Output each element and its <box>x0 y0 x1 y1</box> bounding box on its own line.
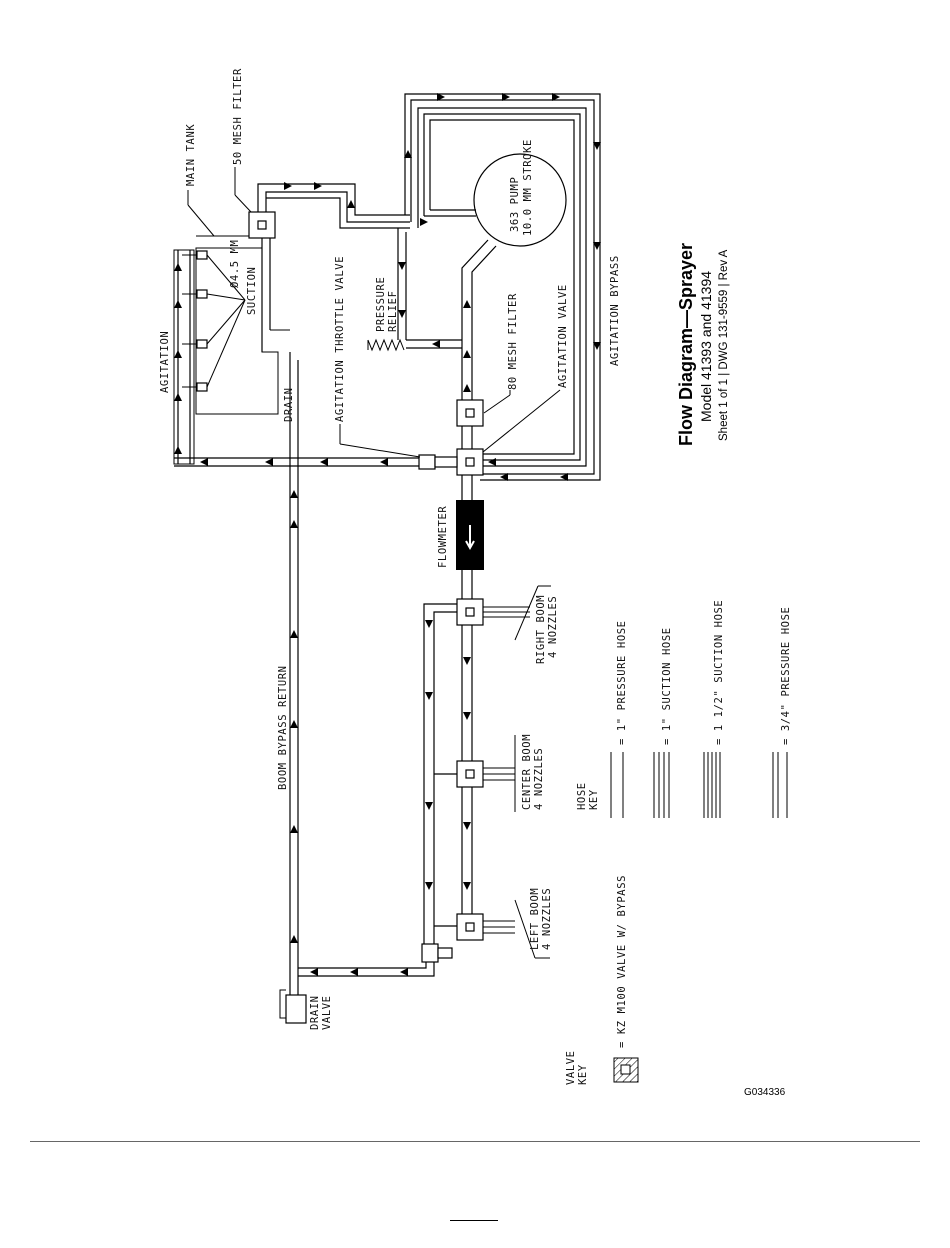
label-right-boom-2: 4 NOZZLES <box>547 596 559 658</box>
label-drain-valve-2: VALVE <box>321 995 333 1030</box>
diagram-title: Flow Diagram—Sprayer <box>676 243 696 446</box>
label-pressure-relief-1: PRESSURE <box>375 277 387 332</box>
hose-swatch-1in-pressure <box>610 752 624 818</box>
label-pump-1: 363 PUMP <box>509 177 521 232</box>
suction-hose <box>257 183 410 352</box>
drain-valve <box>279 989 307 1024</box>
label-pump-2: 10.0 MM STROKE <box>522 139 534 236</box>
valve-key-title-1: VALVE <box>565 1050 577 1085</box>
diagram-model: Model 41393 and 41394 <box>698 271 714 422</box>
drain-line <box>270 329 299 995</box>
hose-key-title-2: KEY <box>588 789 600 810</box>
hose-key: HOSE KEY = 1" PRESSURE HOSE = 1" SUCTION… <box>576 600 792 818</box>
label-left-boom-1: LEFT BOOM <box>529 888 541 950</box>
component-labels: MAIN TANK 50 MESH FILTER Ø4.5 MM SUCTION… <box>159 68 621 1030</box>
page-number-rule <box>450 1220 498 1221</box>
hose-key-item-3: = 1 1/2" SUCTION HOSE <box>713 600 725 745</box>
kz-valve-symbol <box>613 1057 639 1083</box>
pump <box>473 153 567 247</box>
label-drain: DRAIN <box>283 387 295 422</box>
page-divider <box>30 1141 920 1142</box>
label-mesh-50-filter: 50 MESH FILTER <box>232 68 244 165</box>
pressure-relief-valve <box>367 338 405 352</box>
valve-key: VALVE KEY = KZ M100 VALVE W/ BYPASS <box>565 875 639 1085</box>
agitation-valve <box>456 389 561 476</box>
label-agitation-bypass: AGITATION BYPASS <box>609 255 621 366</box>
flowmeter <box>456 475 484 600</box>
flow-arrows <box>174 93 601 976</box>
hose-key-item-4: = 3/4" PRESSURE HOSE <box>780 607 792 745</box>
label-center-boom-2: 4 NOZZLES <box>533 748 545 810</box>
label-orifice: Ø4.5 MM <box>229 240 241 288</box>
label-pressure-relief-2: RELIEF <box>387 290 399 332</box>
agitation-return-hose <box>174 457 419 467</box>
figure-code: G034336 <box>744 1087 786 1098</box>
label-flowmeter: FLOWMETER <box>437 506 449 568</box>
label-boom-bypass-return: BOOM BYPASS RETURN <box>277 665 289 790</box>
center-boom-valve <box>456 735 516 812</box>
label-agitation-valve: AGITATION VALVE <box>557 284 569 388</box>
hose-key-title-1: HOSE <box>576 782 588 810</box>
mesh-80-filter <box>456 390 511 427</box>
label-center-boom-1: CENTER BOOM <box>521 734 533 810</box>
valve-key-item: = KZ M100 VALVE W/ BYPASS <box>616 875 628 1048</box>
label-suction: SUCTION <box>246 267 258 315</box>
title-block: Flow Diagram—Sprayer Model 41393 and 413… <box>676 243 730 446</box>
main-tank <box>173 235 279 465</box>
pump-outlet-hose <box>397 228 497 400</box>
diagram-sheet: Sheet 1 of 1 | DWG 131-9559 | Rev A <box>718 249 730 441</box>
agitation-throttle-valve <box>339 424 458 470</box>
right-boom-valve <box>456 585 551 641</box>
hose-key-item-2: = 1" SUCTION HOSE <box>661 627 673 745</box>
label-mesh-80-filter: 80 MESH FILTER <box>507 293 519 390</box>
left-boom-valve <box>456 899 550 959</box>
agitation-bypass-loop <box>404 93 601 481</box>
kz-bypass-valve <box>298 943 453 977</box>
label-agitation: AGITATION <box>159 331 171 393</box>
label-right-boom-1: RIGHT BOOM <box>535 595 547 664</box>
hose-key-item-1: = 1" PRESSURE HOSE <box>616 620 628 745</box>
label-drain-valve-1: DRAIN <box>309 995 321 1030</box>
mesh-50-filter <box>187 167 276 239</box>
boom-manifold-line <box>423 603 473 944</box>
label-main-tank: MAIN TANK <box>185 124 197 186</box>
hose-swatch-1-5in-suction <box>703 752 721 818</box>
label-left-boom-2: 4 NOZZLES <box>541 888 553 950</box>
valve-key-title-2: KEY <box>577 1064 589 1085</box>
hose-swatch-0-75in-pressure <box>772 752 788 818</box>
hose-swatch-1in-suction <box>653 752 670 818</box>
label-throttle-valve: AGITATION THROTTLE VALVE <box>334 256 346 422</box>
